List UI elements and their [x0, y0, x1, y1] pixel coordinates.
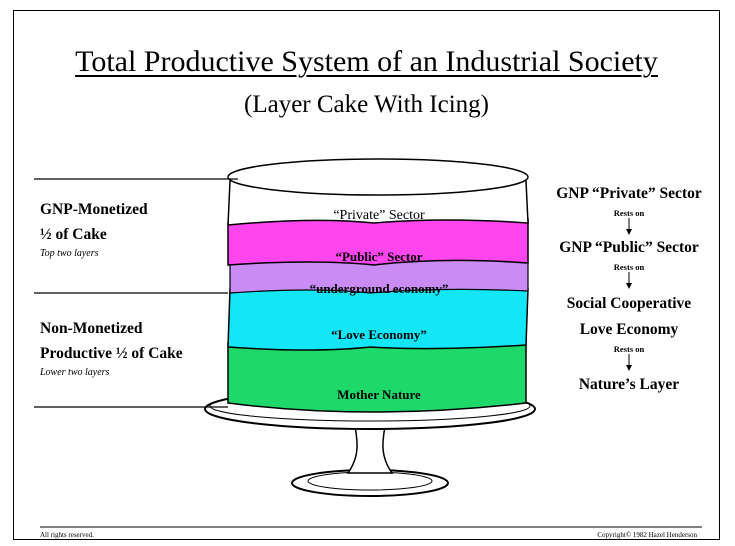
layer-label-private: “Private” Sector — [333, 208, 425, 223]
annotation-heading: ½ of Cake — [40, 226, 107, 243]
chain-item-love-economy: Love Economy — [579, 321, 679, 338]
annotation-heading: GNP-Monetized — [40, 201, 148, 218]
layer-label-underground: “underground economy” — [309, 281, 449, 296]
cake-icing-top — [227, 158, 529, 196]
layer-label-public: “Public” Sector — [335, 249, 423, 264]
chain-item-nature: Nature’s Layer — [578, 376, 680, 393]
layer-cake-illustration — [34, 158, 702, 528]
chain-item-public: GNP “Public” Sector — [559, 239, 699, 256]
annotation-note: Lower two layers — [40, 367, 110, 378]
layer-label-mother-nature: Mother Nature — [337, 387, 421, 402]
slide-title: Total Productive System of an Industrial… — [75, 45, 658, 78]
annotation-heading: Productive ½ of Cake — [40, 345, 183, 362]
chain-item-private: GNP “Private” Sector — [556, 185, 702, 202]
cake-stand-stem — [346, 420, 394, 474]
annotation-note: Top two layers — [40, 248, 99, 259]
cake-stand-base — [291, 469, 449, 497]
gnp-monetized-annotation: GNP-Monetized ½ of Cake Top two layers — [40, 197, 148, 259]
chain-item-social-cooperative: Social Cooperative — [566, 295, 692, 312]
rests-on-label: Rests on — [613, 208, 645, 218]
slide-subtitle: (Layer Cake With Icing) — [244, 91, 489, 118]
down-arrow-icon — [626, 272, 632, 289]
slide-frame: Total Productive System of an Industrial… — [13, 10, 720, 540]
rests-on-label: Rests on — [613, 262, 645, 272]
footer-rights: All rights reserved. — [40, 531, 94, 539]
non-monetized-annotation: Non-Monetized Productive ½ of Cake Lower… — [40, 316, 183, 378]
footer-copyright: Copyright© 1982 Hazel Henderson — [597, 531, 697, 539]
down-arrow-icon — [626, 218, 632, 235]
rests-on-label: Rests on — [613, 344, 645, 354]
annotation-heading: Non-Monetized — [40, 320, 143, 337]
layer-label-love-economy: “Love Economy” — [331, 327, 427, 342]
down-arrow-icon — [626, 354, 632, 371]
